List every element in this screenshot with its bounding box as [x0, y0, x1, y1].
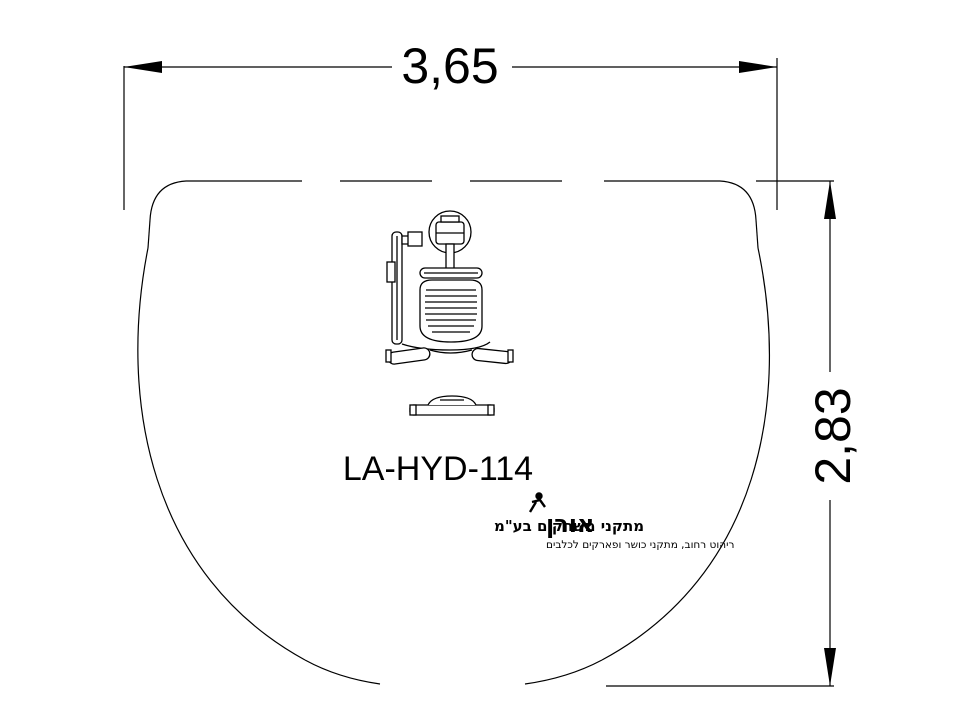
safety-zone-bottom-right: [524, 659, 603, 685]
foot-bar-left: [387, 347, 431, 365]
brand-mark: אורן: [546, 510, 594, 538]
equipment-top-view: [385, 210, 514, 365]
safety-zone-arc-right: [601, 247, 771, 661]
head-cap: [440, 215, 460, 223]
foot-bar-right: [471, 347, 513, 365]
foot-bar-left-cap: [385, 349, 392, 363]
height-arrow-bottom: [824, 648, 836, 686]
company-logo: אורן מתקני משחקים בע"מ ריהוט רחוב, מתקני…: [494, 492, 734, 551]
height-arrow-top: [824, 181, 836, 219]
company-tagline: ריהוט רחוב, מתקני כושר ופארקים לכלבים: [546, 539, 734, 551]
foot-bar-right-cap: [507, 349, 514, 363]
safety-zone-corner-left: [149, 180, 187, 221]
side-view-base: [409, 404, 495, 416]
equipment-side-view: [409, 395, 495, 416]
arm-joint: [407, 231, 423, 247]
running-figure-icon: [528, 492, 546, 513]
foot-bar-joint: [429, 349, 473, 354]
safety-zone-bottom-left: [304, 659, 381, 685]
height-label: 2,83: [805, 387, 861, 484]
column: [445, 243, 455, 271]
width-arrow-right: [739, 61, 777, 73]
width-label: 3,65: [401, 38, 498, 94]
safety-zone-outline: [137, 180, 771, 685]
side-view-cap-right: [487, 404, 495, 416]
height-dimension: [606, 180, 834, 687]
company-name: מתקני משחקים בע"מ: [494, 517, 644, 535]
model-code: LA-HYD-114: [343, 450, 533, 488]
frame-bracket: [386, 261, 396, 283]
safety-zone-side-right-upper: [755, 219, 759, 249]
width-arrow-left: [124, 61, 162, 73]
base-curve: [401, 341, 491, 351]
width-dimension: [123, 58, 778, 210]
side-view-cap-left: [409, 404, 417, 416]
safety-zone-side-left-upper: [147, 219, 151, 249]
safety-zone-corner-right: [719, 180, 757, 221]
seat-pad: [419, 279, 483, 343]
safety-zone-arc-left: [137, 247, 306, 661]
seat-ribs: [425, 289, 477, 333]
